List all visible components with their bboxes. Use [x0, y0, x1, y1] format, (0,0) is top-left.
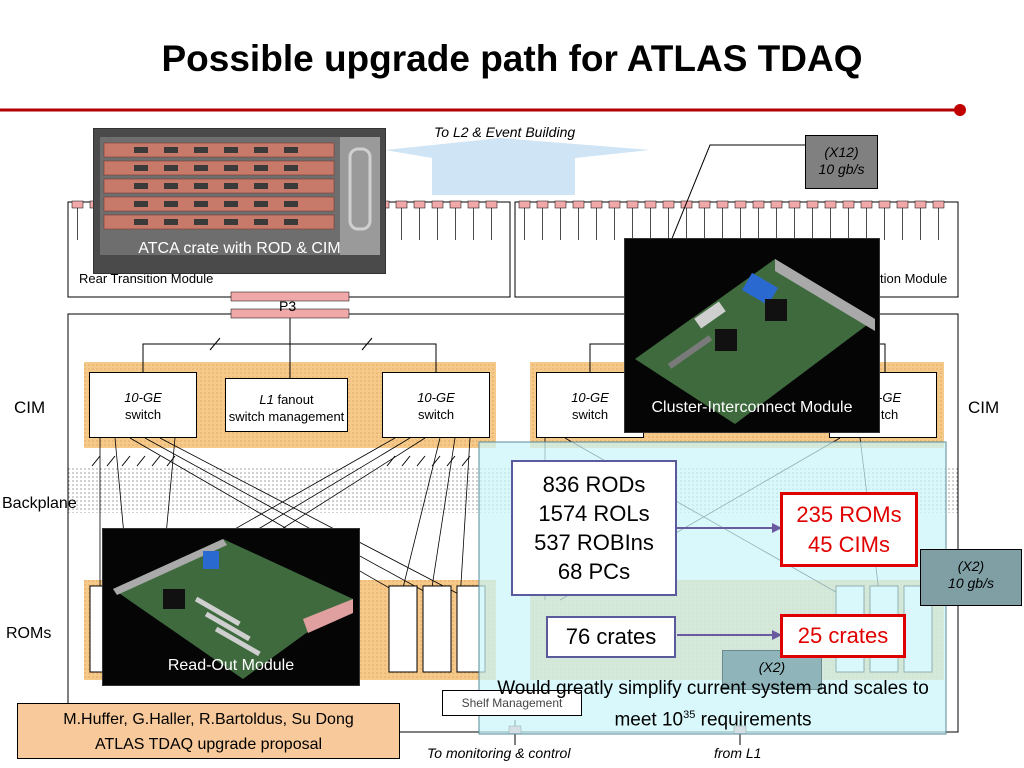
rtm-connector: [806, 200, 819, 209]
atca-crate-photo: ATCA crate with ROD & CIM: [93, 128, 386, 274]
from-l1-label: from L1: [714, 745, 762, 761]
rtm-connector: [413, 200, 426, 209]
summary-exponent: 35: [683, 709, 696, 721]
atca-crate-image: [94, 129, 385, 273]
p3-label: P3: [279, 298, 297, 314]
current-system-box: 836 RODs 1574 ROLs 537 ROBIns 68 PCs: [511, 460, 677, 596]
summary-before: Would greatly simplify current system an…: [497, 678, 929, 731]
cim-left-label: CIM: [14, 398, 46, 417]
upgrade-cims: 45 CIMs: [808, 532, 890, 557]
rtm-connector: [626, 200, 639, 209]
rtm-connector: [770, 200, 783, 209]
switch-right1-type: 10-GE: [571, 390, 609, 405]
rtm-connector: [842, 200, 855, 209]
rtm-connector: [662, 200, 675, 209]
switch-right1-name: switch: [571, 407, 609, 422]
rtm-connector: [644, 200, 657, 209]
rtm-connector: [449, 200, 462, 209]
switch-mid-name: switch: [417, 407, 455, 422]
rtm-connector: [485, 200, 498, 209]
rtm-connector: [752, 200, 765, 209]
title-divider: [0, 104, 966, 116]
x2-multiplier: (X2): [957, 558, 985, 574]
summary-after: requirements: [695, 709, 812, 731]
current-rods: 836 RODs: [542, 472, 646, 497]
rtm-connector: [518, 200, 531, 209]
roms-label: ROMs: [6, 625, 52, 642]
authors-box: M.Huffer, G.Haller, R.Bartoldus, Su Dong…: [17, 703, 400, 759]
fanout-management: switch management: [228, 409, 345, 424]
fanout-switch: L1 fanout switch management: [225, 378, 348, 432]
cim-photo: Cluster-Interconnect Module: [624, 238, 880, 433]
summary-text: Would greatly simplify current system an…: [482, 676, 944, 733]
current-crates-box: 76 crates: [546, 616, 676, 658]
x2-rate: 10 gb/s: [948, 575, 994, 591]
to-l2-label: To L2 & Event Building: [434, 124, 576, 140]
switch-left-name: switch: [124, 407, 162, 422]
cim-board-image: [625, 239, 879, 432]
rtm-connector: [71, 200, 84, 209]
rtm-connector: [431, 200, 444, 209]
rtm-connector: [698, 200, 711, 209]
authors-proposal: ATLAS TDAQ upgrade proposal: [94, 736, 323, 753]
to-monitoring-label: To monitoring & control: [427, 745, 571, 761]
rtm-connector: [395, 200, 408, 209]
current-robins: 537 ROBIns: [534, 530, 654, 555]
rom-photo: Read-Out Module: [102, 528, 360, 686]
switch-mid-type: 10-GE: [417, 390, 455, 405]
rtm-connector: [467, 200, 480, 209]
current-pcs: 68 PCs: [557, 559, 631, 584]
rom-board-image: [103, 529, 359, 685]
rtm-connector: [734, 200, 747, 209]
upgrade-system-box: 235 ROMs 45 CIMs: [780, 492, 918, 567]
rtm-connector: [788, 200, 801, 209]
switch-right2-type: -GE: [878, 390, 902, 405]
backplane-label: Backplane: [2, 495, 77, 512]
atca-caption: ATCA crate with ROD & CIM: [138, 240, 341, 257]
page-title: Possible upgrade path for ATLAS TDAQ: [161, 38, 863, 79]
x2-low-multiplier: (X2): [758, 659, 786, 675]
cim-right-label: CIM: [968, 398, 1000, 417]
fanout-l1: L1: [259, 392, 274, 407]
rtm-connector: [824, 200, 837, 209]
authors-names: M.Huffer, G.Haller, R.Bartoldus, Su Dong: [63, 711, 354, 728]
x12-rate-box: (X12) 10 gb/s: [805, 135, 878, 189]
shelf-management: Shelf Management: [442, 690, 582, 716]
current-rols: 1574 ROLs: [538, 501, 650, 526]
upgrade-crates-box: 25 crates: [780, 614, 906, 658]
x2-rate-box: (X2) 10 gb/s: [920, 549, 1022, 606]
upgrade-roms: 235 ROMs: [796, 502, 902, 527]
rtm-connector: [554, 200, 567, 209]
switch-right2-name: itch: [878, 407, 899, 422]
rtm-connector: [716, 200, 729, 209]
rtm-connector: [914, 200, 927, 209]
rtm-connector: [932, 200, 945, 209]
switch-left-type: 10-GE: [124, 390, 162, 405]
rtm-connector: [572, 200, 585, 209]
fanout-label: fanout: [273, 392, 314, 407]
x12-multiplier: (X12): [824, 144, 859, 160]
x12-rate: 10 gb/s: [818, 161, 865, 177]
rtm-connector: [608, 200, 621, 209]
rtm-right-label: tion Module: [880, 271, 948, 286]
rtm-connector: [860, 200, 873, 209]
switch-left: 10-GE switch: [89, 372, 197, 438]
x2-low-rate-box: (X2): [722, 650, 822, 690]
rtm-connector: [878, 200, 891, 209]
rtm-connector: [896, 200, 909, 209]
rom-caption: Read-Out Module: [167, 657, 295, 674]
cim-caption: Cluster-Interconnect Module: [651, 399, 853, 416]
rtm-connector: [536, 200, 549, 209]
rtm-left-label: Rear Transition Module: [79, 271, 214, 286]
switch-mid: 10-GE switch: [382, 372, 490, 438]
rtm-connector: [590, 200, 603, 209]
